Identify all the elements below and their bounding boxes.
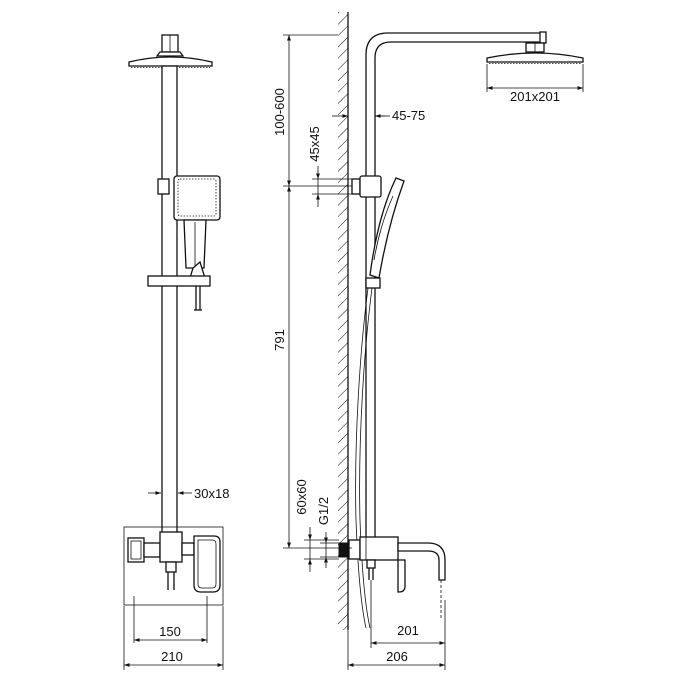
front-outer-width-label: 210 [161, 649, 183, 664]
front-column [161, 65, 178, 539]
front-inner-width-label: 150 [159, 624, 181, 639]
side-upper-bracket [351, 178, 361, 195]
mixer-base-label: 60x60 [294, 479, 309, 514]
shower-head-size-label: 201x201 [510, 89, 560, 104]
holder-size-dimension: 45x45 [307, 126, 352, 207]
side-hose [355, 287, 373, 629]
shower-head-dimension: 201x201 [486, 64, 584, 104]
side-shower-head [486, 42, 584, 64]
side-column [365, 175, 376, 545]
height-adjust-label: 100-600 [272, 88, 287, 136]
mixer-base-dimensions: 60x60 G1/2 [294, 479, 339, 572]
front-width-dimensions: 150 210 [123, 596, 224, 670]
wall-distance-label: 45-75 [392, 108, 425, 123]
side-depth-label: 206 [386, 649, 408, 664]
side-bottom-dimensions: 201 206 [347, 580, 446, 670]
side-hand-shower [365, 177, 405, 289]
holder-size-label: 45x45 [307, 126, 322, 161]
side-height-dimensions: 100-600 791 [272, 34, 352, 549]
front-mixer [123, 526, 224, 606]
side-view: 201x201 45-75 [272, 12, 584, 670]
wall-distance-dimension: 45-75 [332, 108, 425, 123]
front-holder [157, 178, 170, 195]
front-shower-head [128, 34, 213, 68]
front-hand-shower [173, 175, 221, 279]
pipe-section-dimension: 30x18 [148, 486, 229, 501]
side-mixer [338, 536, 446, 618]
wall [338, 12, 349, 630]
spout-length-label: 201 [397, 623, 419, 638]
pipe-section-label: 30x18 [194, 486, 229, 501]
front-slide-bar [147, 275, 211, 287]
column-height-label: 791 [272, 329, 287, 351]
thread-label: G1/2 [316, 497, 331, 525]
front-view: 30x18 150 210 [123, 34, 229, 670]
